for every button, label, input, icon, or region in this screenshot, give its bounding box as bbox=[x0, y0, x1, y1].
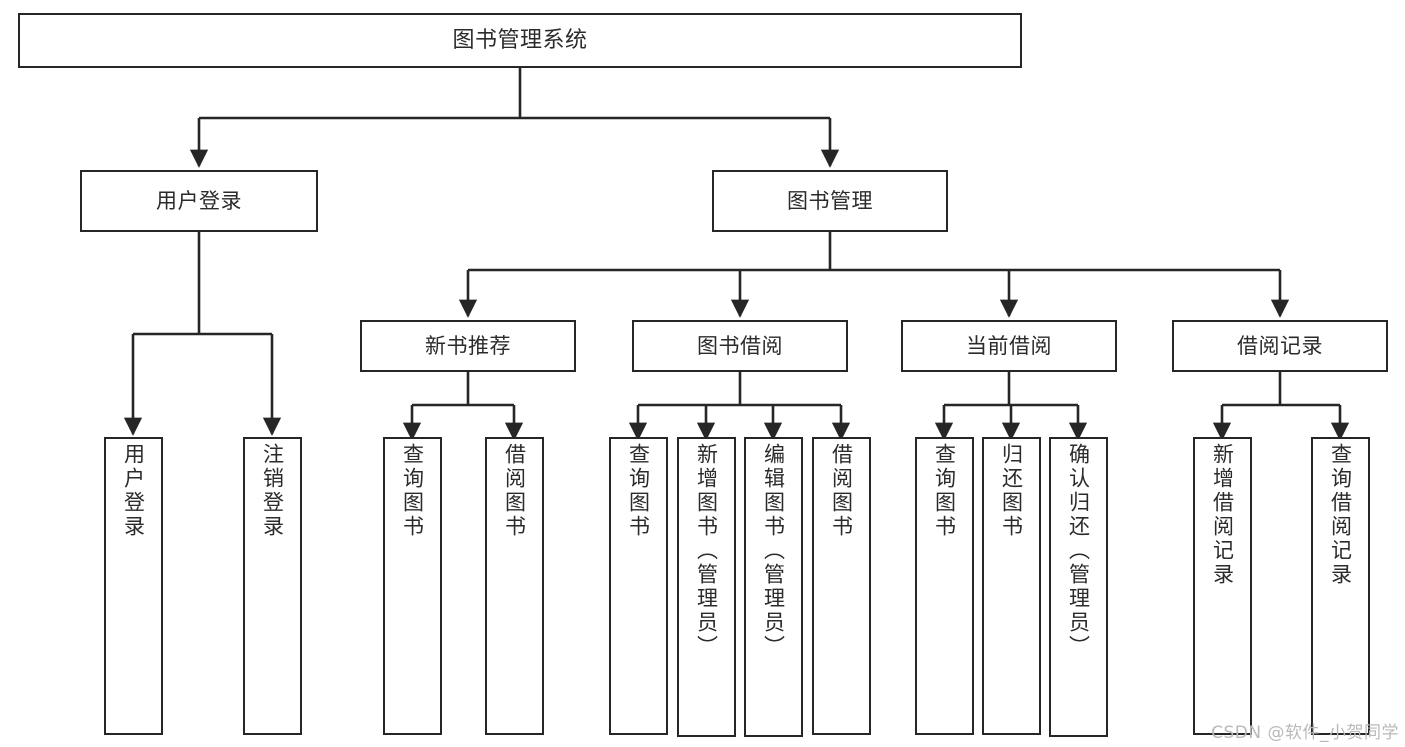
node-leaf-add-record-label: 新增借阅记录 bbox=[1210, 443, 1235, 587]
node-leaf-query-book-1[interactable]: 查询图书 bbox=[383, 437, 442, 735]
node-leaf-return-book-label: 归还图书 bbox=[999, 443, 1024, 539]
node-leaf-user-login[interactable]: 用户登录 bbox=[104, 437, 163, 735]
node-leaf-confirm-return[interactable]: 确认归还（管理员） bbox=[1049, 437, 1108, 737]
node-borrow-record[interactable]: 借阅记录 bbox=[1172, 320, 1388, 372]
node-leaf-query-book-1-label: 查询图书 bbox=[400, 443, 425, 539]
node-leaf-add-record[interactable]: 新增借阅记录 bbox=[1193, 437, 1252, 735]
node-leaf-borrow-book-1-label: 借阅图书 bbox=[502, 443, 527, 539]
node-leaf-query-book-3[interactable]: 查询图书 bbox=[915, 437, 974, 735]
node-leaf-user-logout-label: 注销登录 bbox=[260, 443, 285, 539]
node-book-borrow[interactable]: 图书借阅 bbox=[632, 320, 848, 372]
node-leaf-add-book-label: 新增图书（管理员） bbox=[694, 443, 719, 659]
node-leaf-edit-book-label: 编辑图书（管理员） bbox=[761, 443, 786, 659]
node-book-manage[interactable]: 图书管理 bbox=[712, 170, 948, 232]
node-leaf-user-logout[interactable]: 注销登录 bbox=[243, 437, 302, 735]
node-leaf-query-book-3-label: 查询图书 bbox=[932, 443, 957, 539]
node-new-book-rec-label: 新书推荐 bbox=[425, 333, 511, 358]
node-leaf-return-book[interactable]: 归还图书 bbox=[982, 437, 1041, 735]
node-book-borrow-label: 图书借阅 bbox=[697, 333, 783, 358]
node-root[interactable]: 图书管理系统 bbox=[18, 13, 1022, 68]
node-root-label: 图书管理系统 bbox=[452, 27, 588, 53]
node-leaf-borrow-book-2[interactable]: 借阅图书 bbox=[812, 437, 871, 735]
node-current-borrow-label: 当前借阅 bbox=[966, 333, 1052, 358]
node-leaf-borrow-book-1[interactable]: 借阅图书 bbox=[485, 437, 544, 735]
csdn-watermark: CSDN @软件_小贺同学 bbox=[1211, 723, 1399, 743]
node-leaf-confirm-return-label: 确认归还（管理员） bbox=[1066, 443, 1091, 659]
node-user-login[interactable]: 用户登录 bbox=[80, 170, 318, 232]
node-leaf-query-record[interactable]: 查询借阅记录 bbox=[1311, 437, 1370, 735]
node-leaf-borrow-book-2-label: 借阅图书 bbox=[829, 443, 854, 539]
node-borrow-record-label: 借阅记录 bbox=[1237, 333, 1323, 358]
node-current-borrow[interactable]: 当前借阅 bbox=[901, 320, 1117, 372]
node-book-manage-label: 图书管理 bbox=[787, 188, 873, 213]
node-leaf-query-book-2-label: 查询图书 bbox=[626, 443, 651, 539]
node-leaf-query-record-label: 查询借阅记录 bbox=[1328, 443, 1353, 587]
node-new-book-rec[interactable]: 新书推荐 bbox=[360, 320, 576, 372]
node-user-login-label: 用户登录 bbox=[156, 188, 242, 213]
node-leaf-edit-book[interactable]: 编辑图书（管理员） bbox=[744, 437, 803, 737]
node-leaf-add-book[interactable]: 新增图书（管理员） bbox=[677, 437, 736, 737]
node-leaf-query-book-2[interactable]: 查询图书 bbox=[609, 437, 668, 735]
node-leaf-user-login-label: 用户登录 bbox=[121, 443, 146, 539]
